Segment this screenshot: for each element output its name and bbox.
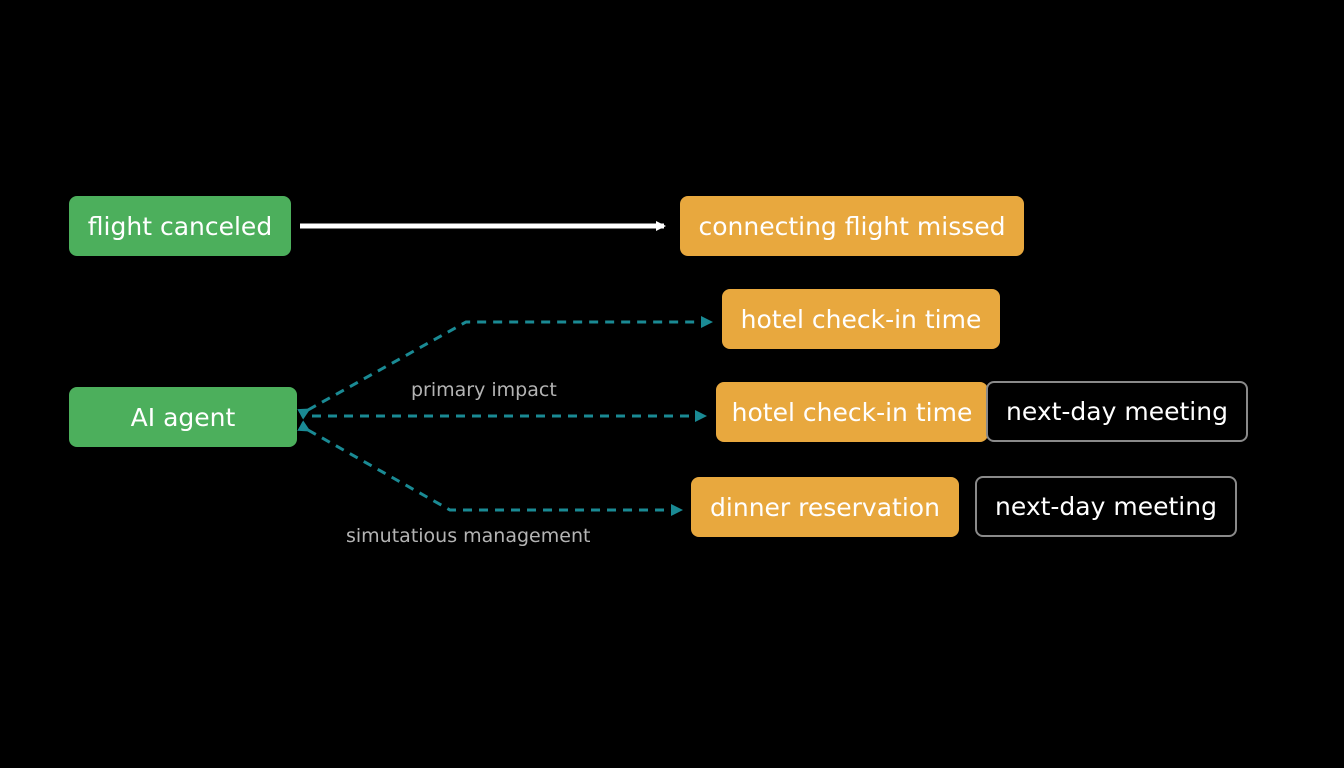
node-dinner-reservation: dinner reservation	[691, 477, 959, 537]
node-connecting-flight-missed: connecting flight missed	[680, 196, 1024, 256]
edge-label-primary-impact: primary impact	[411, 379, 557, 401]
node-flight-canceled: flight canceled	[69, 196, 291, 256]
arrow-agent-to-hotel-top	[297, 316, 713, 420]
node-hotel-checkin-top: hotel check-in time	[722, 289, 1000, 349]
edge-label-simultaneous-management: simutatious management	[346, 525, 591, 547]
arrow-agent-to-dinner	[297, 420, 683, 516]
node-next-day-meeting-top: next-day meeting	[986, 381, 1248, 442]
node-next-day-meeting-bottom: next-day meeting	[975, 476, 1237, 537]
node-hotel-checkin-middle: hotel check-in time	[716, 382, 988, 442]
node-ai-agent: AI agent	[69, 387, 297, 447]
